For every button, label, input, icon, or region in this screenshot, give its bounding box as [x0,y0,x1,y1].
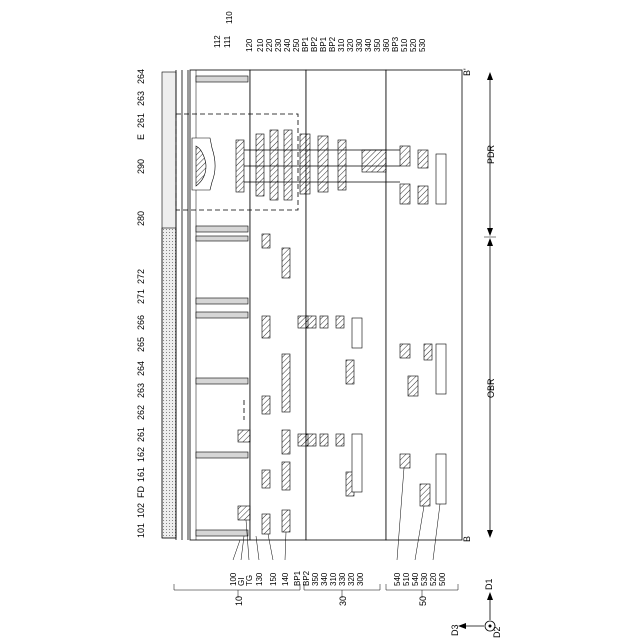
label-330b: 330 [338,572,347,586]
region-arrows: PDR OBR [484,72,496,538]
group-30: 30 [338,596,348,606]
axis-d3: D3 [450,624,460,636]
label-264a: 264 [136,69,146,84]
top-labels: 112 111 110 120 210 220 230 240 250 BP1 … [213,11,427,52]
label-310b: 310 [329,572,338,586]
axis-d2: D2 [492,626,502,638]
section-b-prime: B' [462,68,472,76]
label-271: 271 [136,289,146,304]
label-530b: 530 [420,572,429,586]
label-265: 265 [136,337,146,352]
group-10: 10 [234,596,244,606]
label-360: 360 [382,38,391,52]
label-130: 130 [255,572,264,586]
label-150: 150 [269,572,278,586]
label-250: 250 [292,38,301,52]
label-340b: 340 [320,572,329,586]
label-112: 112 [213,35,222,48]
label-140: 140 [281,572,290,586]
label-220: 220 [265,38,274,52]
label-520b: 520 [429,572,438,586]
label-320: 320 [346,38,355,52]
label-540a: 540 [393,572,402,586]
label-bp1a: BP1 [301,36,310,52]
label-fd: FD [136,486,146,498]
label-266: 266 [136,315,146,330]
label-bp1b: BP1 [319,36,328,52]
label-bp2b: BP2 [328,36,337,52]
label-240: 240 [283,38,292,52]
left-labels: 264 263 261 E 290 280 272 271 266 265 26… [136,69,146,538]
label-330: 330 [355,38,364,52]
label-111: 111 [223,35,232,48]
label-263b: 263 [136,383,146,398]
label-bp1c: BP1 [293,570,302,586]
axis-d1: D1 [484,578,494,590]
label-262: 262 [136,405,146,420]
label-340: 340 [364,38,373,52]
label-263a: 263 [136,91,146,106]
group-braces: 10 30 50 [174,584,458,606]
region-pdr: PDR [486,144,496,164]
region-obr: OBR [486,378,496,398]
label-500: 500 [438,572,447,586]
label-272: 272 [136,269,146,284]
label-e: E [136,134,146,140]
label-tg: TG [245,575,254,586]
label-264b: 264 [136,361,146,376]
label-520: 520 [409,38,418,52]
label-161: 161 [136,467,146,482]
section-b: B [462,536,472,542]
label-310: 310 [337,38,346,52]
label-510: 510 [400,38,409,52]
label-bp2a: BP2 [310,36,319,52]
label-320b: 320 [347,572,356,586]
label-110: 110 [225,11,234,24]
label-120: 120 [245,38,254,52]
label-530: 530 [418,38,427,52]
label-bp2c: BP2 [302,570,311,586]
label-162: 162 [136,447,146,462]
label-280: 280 [136,211,146,226]
label-300: 300 [356,572,365,586]
label-350: 350 [373,38,382,52]
label-261a: 261 [136,113,146,128]
label-bp3: BP3 [391,36,400,52]
section-markers: B B' [462,68,472,542]
group-50: 50 [418,596,428,606]
label-230: 230 [274,38,283,52]
bottom-labels: 100 GI TG 130 150 140 BP1 BP2 350 340 31… [229,570,447,586]
label-102: 102 [136,503,146,518]
label-210: 210 [256,38,265,52]
label-540b: 540 [411,572,420,586]
layer-stack [162,70,462,540]
label-290: 290 [136,159,146,174]
label-101: 101 [136,523,146,538]
label-261b: 261 [136,427,146,442]
label-350b: 350 [311,572,320,586]
label-510b: 510 [402,572,411,586]
